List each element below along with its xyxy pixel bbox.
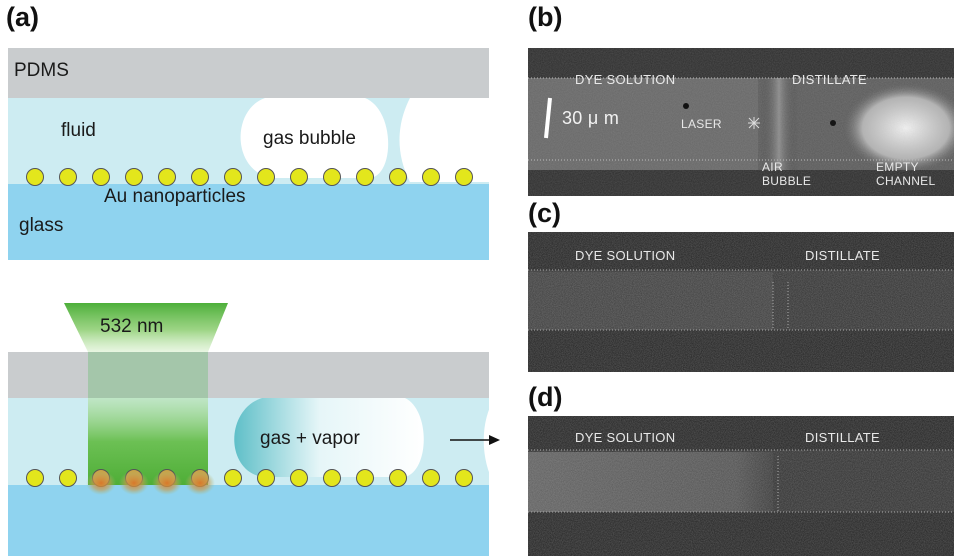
micrograph-d-texture	[528, 416, 954, 556]
gas-vapor-label: gas + vapor	[260, 428, 360, 449]
laser-beam-in-fluid	[88, 398, 208, 485]
nanoparticle	[422, 168, 440, 186]
nanoparticle	[422, 469, 440, 487]
glass-label: glass	[19, 215, 64, 236]
panel-a-diagram	[8, 48, 500, 556]
nanoparticle	[290, 168, 308, 186]
nanoparticle	[389, 469, 407, 487]
b-dye-solution-label: DYE SOLUTION	[575, 72, 676, 87]
pdms-label: PDMS	[14, 60, 69, 81]
nanoparticle	[92, 168, 110, 186]
motion-arrow	[450, 435, 500, 445]
c-dye-solution-label: DYE SOLUTION	[575, 248, 676, 263]
panel-label-b: (b)	[528, 2, 563, 32]
pdms-layer-top	[8, 48, 489, 98]
nanoparticle	[224, 469, 242, 487]
b-distillate-label: DISTILLATE	[792, 72, 868, 87]
glass-layer-top	[8, 184, 489, 260]
c-distillate-label: DISTILLATE	[805, 248, 881, 263]
nanoparticle	[224, 168, 242, 186]
nanoparticle	[323, 168, 341, 186]
micrograph-b-texture	[528, 48, 954, 196]
panel-label-c: (c)	[528, 198, 561, 228]
heat-glow	[86, 471, 215, 495]
scale-bar-label: 30 μ m	[562, 108, 620, 128]
air-label: AIR	[762, 160, 783, 174]
channel-label: CHANNEL	[876, 174, 936, 188]
nanoparticle	[290, 469, 308, 487]
nanoparticle	[26, 469, 44, 487]
nanoparticle	[191, 168, 209, 186]
nanoparticle	[59, 168, 77, 186]
micrograph-c-texture	[528, 232, 954, 372]
gas-bubble-shape	[240, 98, 389, 178]
nanoparticle	[125, 168, 143, 186]
gas-bubble-label: gas bubble	[263, 128, 356, 149]
panel-label-d: (d)	[528, 382, 563, 412]
laser-beam-through-pdms	[88, 352, 208, 398]
nanoparticle	[26, 168, 44, 186]
d-dye-solution-label: DYE SOLUTION	[575, 430, 676, 445]
wavelength-label: 532 nm	[100, 316, 164, 337]
empty-label: EMPTY	[876, 160, 919, 174]
laser-beam-top	[64, 303, 228, 352]
d-distillate-label: DISTILLATE	[805, 430, 881, 445]
nanoparticle	[356, 168, 374, 186]
laser-label: LASER	[681, 117, 722, 131]
nanoparticle	[257, 168, 275, 186]
nanoparticle-row-top	[26, 168, 473, 186]
bubble-label: BUBBLE	[762, 174, 812, 188]
au-nanoparticles-label: Au nanoparticles	[104, 186, 246, 207]
gas-vapor-bubble-shape	[234, 398, 424, 477]
nanoparticle	[257, 469, 275, 487]
pdms-layer-bottom	[8, 352, 489, 398]
nanoparticle	[323, 469, 341, 487]
fluid-label: fluid	[61, 120, 96, 141]
nanoparticle	[455, 469, 473, 487]
micrograph-b	[528, 48, 954, 196]
nanoparticle	[59, 469, 77, 487]
nanoparticle	[356, 469, 374, 487]
empty-channel-shape-bottom	[483, 398, 495, 485]
nanoparticle	[158, 168, 176, 186]
panel-label-a: (a)	[6, 2, 39, 32]
glass-layer-bottom	[8, 485, 489, 556]
empty-channel-shape-top	[399, 98, 489, 182]
micrograph-c	[528, 232, 954, 372]
nanoparticle	[389, 168, 407, 186]
nanoparticle	[455, 168, 473, 186]
micrograph-d	[528, 416, 954, 556]
